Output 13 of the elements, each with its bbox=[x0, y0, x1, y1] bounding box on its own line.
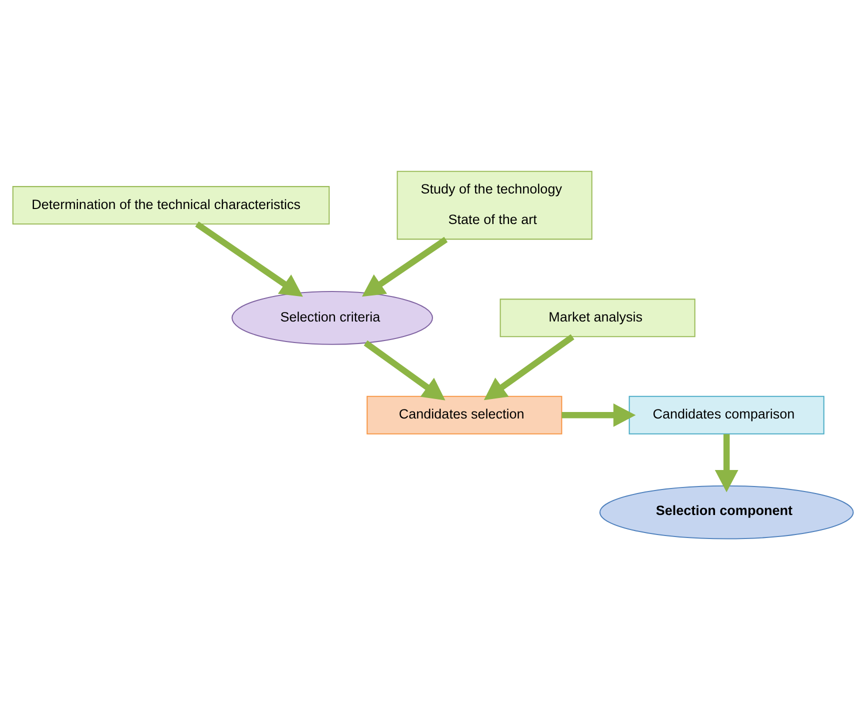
node-box: Candidates comparison bbox=[628, 396, 824, 434]
node-ellipse: Selection criteria bbox=[232, 290, 434, 345]
node-box: Determination of the technical characteristics bbox=[12, 186, 330, 225]
arrow bbox=[562, 403, 636, 427]
node-ellipse: Selection component bbox=[599, 485, 854, 540]
arrow bbox=[364, 340, 446, 400]
arrow bbox=[484, 334, 574, 400]
arrow bbox=[195, 222, 303, 297]
arrow bbox=[362, 236, 448, 297]
node-box: Market analysis bbox=[500, 298, 696, 338]
arrow bbox=[714, 434, 738, 492]
node-box: Candidates selection bbox=[366, 396, 562, 434]
node-box: Study of the technology State of the art bbox=[396, 170, 592, 240]
